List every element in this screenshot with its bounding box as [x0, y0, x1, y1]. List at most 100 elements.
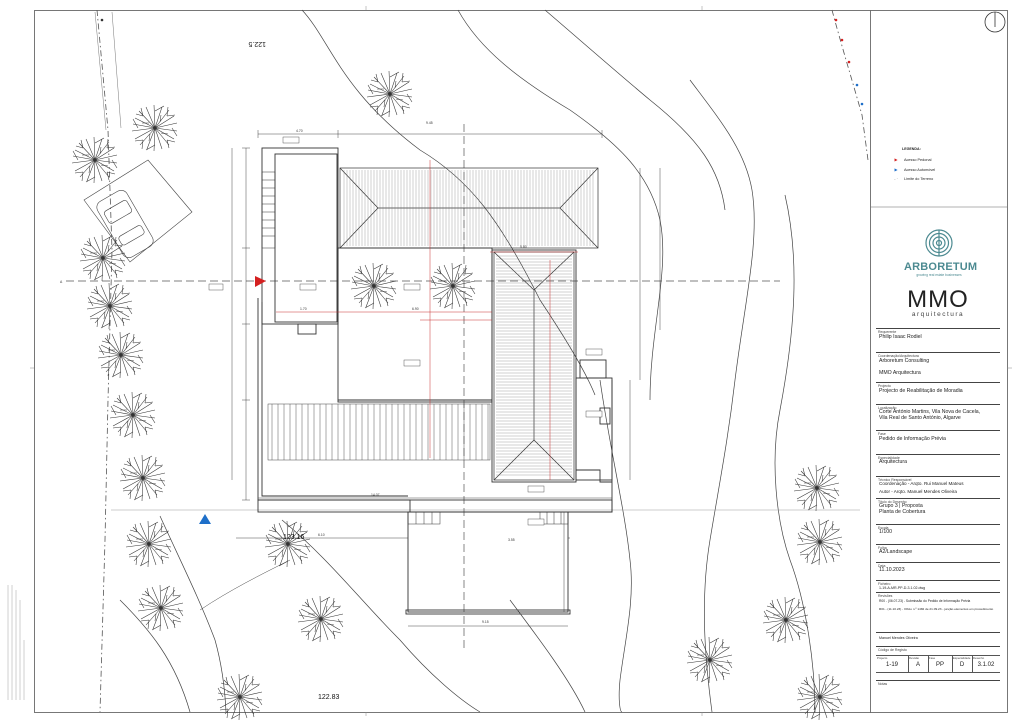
pergola-slats [271, 404, 489, 460]
tb-value: A2/Landscape [879, 549, 913, 555]
legend-item-label: Limite do Terreno [904, 177, 934, 181]
tb-label: Data [878, 564, 886, 568]
tb-label: Notas [878, 682, 888, 686]
north-arrow-icon [984, 11, 1006, 33]
svg-text:3.55: 3.55 [508, 538, 515, 542]
tb-label: Ficheiro [878, 582, 891, 586]
tb-requerente: Requerente Philip Isaac Rodiel [876, 328, 1000, 345]
tree-symbol [297, 595, 344, 643]
tb-value: 11.10.2023 [879, 567, 905, 573]
roof-east [493, 251, 575, 481]
tree-symbol [762, 596, 809, 644]
roof-east-hatch [496, 255, 572, 476]
tb-localizacao: Localização Corte António Martins, Vila … [876, 404, 1000, 427]
tree-symbol [119, 454, 166, 502]
tb-value: Planta de Cobertura [879, 509, 926, 515]
elevation-label: 123.16 [283, 534, 305, 541]
tb-value: Arboretum Consulting [879, 358, 930, 364]
tree-symbol [264, 520, 311, 568]
arboretum-tagline: growing real estate businesses [916, 273, 962, 277]
tb-value: R00 - (06.07.23) - Submissão do Pedido d… [879, 599, 971, 603]
tree-symbol [79, 234, 126, 282]
tb-label: Localização [878, 406, 897, 410]
svg-text:9.45: 9.45 [426, 121, 433, 125]
tb-especialidade: Especialidade Arquitectura [876, 454, 1000, 469]
tb-value: Corte António Martins, Vila Nova de Cace… [879, 409, 981, 415]
svg-text:4.70: 4.70 [296, 129, 303, 133]
tb-value: R01 - (11.10.23) - Oficio n.º 1482 de 21… [879, 607, 994, 611]
boundary-marks [100, 18, 864, 106]
elevation-label: 122.83 [318, 694, 340, 701]
tb-value: Grupo 3 | Proposta [879, 503, 923, 509]
tb-escala: Escala 1/100 [876, 524, 1000, 539]
tree-symbol [71, 136, 118, 184]
elevation-labels: 122.5 123.16 122.83 [248, 40, 339, 701]
mmo-name: MMO [907, 286, 969, 313]
tree-symbol [216, 673, 263, 720]
arboretum-emblem-icon [925, 229, 953, 257]
parking-area [83, 159, 193, 263]
tb-label: Folha [878, 546, 887, 550]
sheet-frame [30, 6, 1012, 716]
tb-label: Escala [878, 526, 889, 530]
tb-label: Especialidade [878, 456, 900, 460]
legend-item-label: Acesso Automóvel [904, 168, 936, 172]
tb-value: Coordenação - Arqto. Rui Manuel Mateus [879, 481, 964, 486]
svg-text:1.70: 1.70 [300, 307, 307, 311]
tb-titulo: Título do Desenho Grupo 3 | Proposta Pla… [876, 498, 1000, 521]
dimension-text: 4.70 9.45 14.07 6.10 3.55 9.15 6.90 1.70… [296, 121, 527, 624]
road-edge [94, 11, 860, 511]
tree-symbol [686, 636, 733, 684]
tree-symbol [109, 391, 156, 439]
tree-symbol [97, 331, 144, 379]
tree-symbol [125, 520, 172, 568]
tb-label: Coordenação/Arquitectura [878, 354, 919, 358]
tb-value: Philip Isaac Rodiel [879, 334, 922, 340]
legend-item-vehicle: ▶Acesso Automóvel [892, 167, 936, 172]
legend-item-boundary: - · Limite do Terreno [892, 177, 933, 181]
svg-text:14.07: 14.07 [371, 493, 380, 497]
pedestrian-access-marker [255, 276, 266, 287]
svg-text:6.10: 6.10 [318, 533, 325, 537]
tree-symbol [793, 464, 840, 512]
room-tags [208, 136, 603, 526]
roof-north-hatch [343, 170, 594, 246]
legend-title: LEGENDA: [902, 147, 921, 151]
svg-text:5.80: 5.80 [520, 245, 527, 249]
property-boundary [96, 9, 869, 713]
tree-symbol [796, 673, 843, 720]
mmo-sub: arquitectura [911, 311, 965, 318]
section-line: A [60, 124, 780, 650]
tb-ficheiro: Ficheiro 1-19-A-MR-PP-D-3.1.02.dwg [876, 580, 1000, 595]
legend-item-label: Acesso Pedonal [904, 158, 932, 162]
red-dimensions [276, 160, 578, 480]
tree-symbol [429, 262, 476, 310]
tree-symbol [86, 282, 133, 330]
red-triangle-icon: ▶ [894, 158, 898, 162]
trees [71, 70, 843, 720]
dashed-line-icon: - · [894, 177, 898, 181]
dimension-lines [199, 130, 661, 627]
tb-folha: Folha A2/Landscape [876, 544, 1000, 559]
tb-data: Data 11.10.2023 [876, 562, 1000, 577]
tb-revisoes: Revisões R00 - (06.07.23) - Submissão do… [876, 592, 1000, 621]
roof-north [339, 167, 599, 249]
tb-value: Arquitectura [879, 459, 907, 465]
svg-text:6.90: 6.90 [412, 307, 419, 311]
tb-fase: Fase Pedido de Informação Prévia [876, 430, 1000, 445]
tb-label: Técnico Responsável [878, 478, 912, 482]
tb-value: Projecto de Reabilitação de Moradia [879, 388, 963, 394]
vehicle-access-marker [199, 514, 211, 524]
tb-value: Autor - Arqto. Manuel Mendes Oliveira [879, 489, 957, 494]
tb-value: Vila Real de Santo António, Algarve [879, 415, 961, 421]
tb-value: MMO Arquitectura [879, 370, 921, 376]
tb-label: Título do Desenho [878, 500, 907, 504]
section-label-a: A [60, 280, 63, 284]
